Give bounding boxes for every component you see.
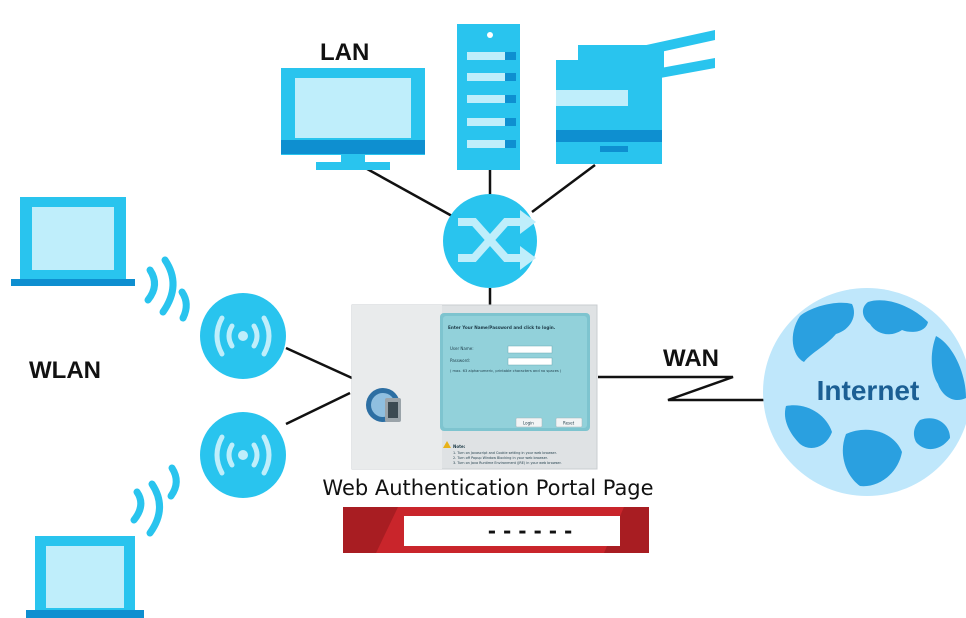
wlan-label: WLAN [29,357,101,384]
server-tower-icon [457,24,520,170]
portal-note-line: 3. Turn on Java Runtime Environment (JRE… [453,461,562,465]
switch-arrows-icon [443,194,537,288]
portal-reset-button[interactable] [555,417,583,428]
portal-username-label: User Name: [450,346,474,351]
laptop-icon [26,536,144,618]
portal-login-button[interactable] [515,417,543,428]
internet-label: Internet [817,375,920,406]
globe-icon [763,288,966,496]
warning-icon [443,441,451,448]
desktop-monitor-icon [281,68,425,170]
portal-reset-label: Reset [563,421,575,426]
line-printer-switch [531,163,596,214]
portal-caption: Web Authentication Portal Page [322,476,653,500]
portal-screenshot: Enter Your Name/Password and click to lo… [351,304,598,470]
portal-note-line: 1. Turn on Javascript and Cookie setting… [453,451,557,455]
portal-password-label: Password: [450,358,470,363]
laptop-icon [11,197,135,286]
portal-note-title: Note: [453,444,466,449]
firewall-device: - - - - - - [343,507,649,553]
portal-username-field[interactable] [507,345,553,354]
line-wan-lightning [598,375,770,402]
connection-lines [285,163,770,426]
lan-label: LAN [320,39,369,66]
portal-password-field[interactable] [507,357,553,366]
line-monitor-switch [359,163,453,218]
portal-heading: Enter Your Name/Password and click to lo… [448,325,556,330]
wireless-ap-icon [200,412,286,498]
line-ap1-portal [285,346,353,380]
firewall-panel: - - - - - - [488,519,573,543]
portal-note-line: 2. Turn off Popup Window Blocking in you… [453,456,548,460]
wifi-signal-icon [130,464,180,537]
wan-label: WAN [663,345,719,372]
portal-login-label: Login [523,421,534,426]
line-ap2-portal [285,391,351,426]
portal-hint: ( max. 63 alphanumeric, printable charac… [450,369,562,373]
printer-icon [556,30,715,164]
portal-lock-icon [366,388,401,422]
wifi-signal-icon [144,256,190,322]
wireless-ap-icon [200,293,286,379]
